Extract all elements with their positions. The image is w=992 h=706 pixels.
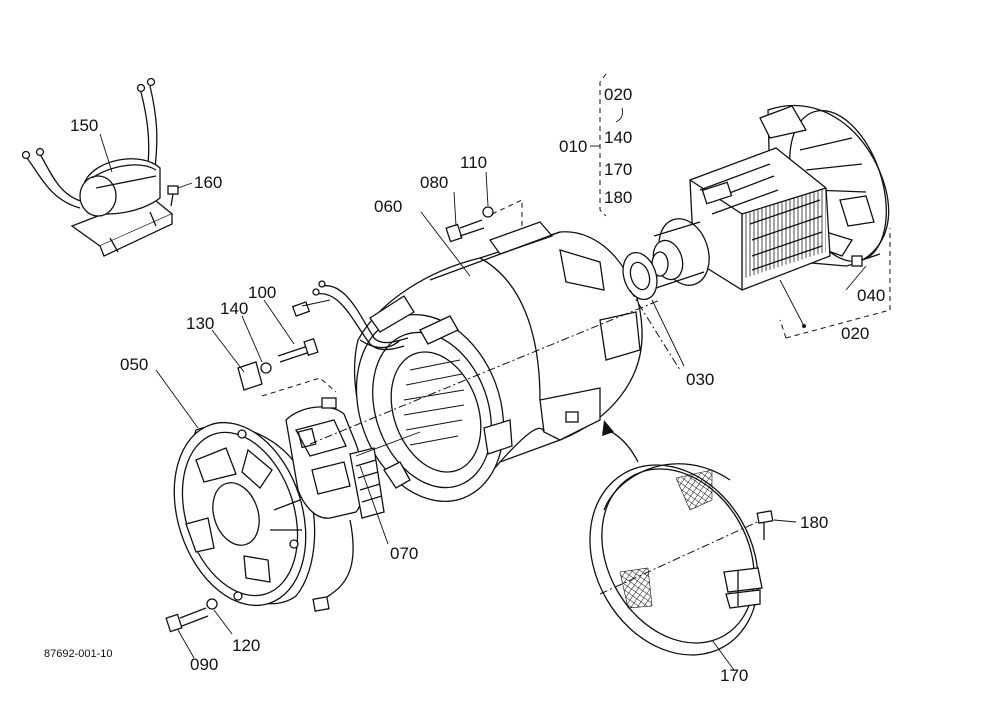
leader-lines	[99, 73, 867, 671]
label-010: 010	[559, 137, 587, 156]
fastener-100-140-130	[237, 337, 337, 397]
label-150: 150	[70, 116, 98, 135]
label-100: 100	[248, 283, 276, 302]
label-140-top: 140	[604, 128, 632, 147]
label-040: 040	[857, 286, 885, 305]
fastener-080-110	[445, 199, 523, 243]
label-130: 130	[186, 314, 214, 333]
label-020-bottom: 020	[841, 324, 869, 343]
label-170-top: 170	[604, 160, 632, 179]
label-180-right: 180	[800, 513, 828, 532]
label-160: 160	[194, 173, 222, 192]
label-180-top: 180	[604, 188, 632, 207]
label-020-top: 020	[604, 85, 632, 104]
part-170-band	[589, 463, 767, 656]
drawing-code: 87692-001-10	[44, 648, 113, 660]
fastener-090-120	[165, 598, 218, 633]
label-070: 070	[390, 544, 418, 563]
part-180-screw	[756, 510, 774, 540]
label-030: 030	[686, 370, 714, 389]
label-080: 080	[420, 173, 448, 192]
label-060: 060	[374, 197, 402, 216]
label-050: 050	[120, 355, 148, 374]
part-060-stator-housing	[291, 221, 643, 502]
part-labels: 150 160 010 020 140 170 180 110 080 060 …	[44, 85, 885, 685]
label-110: 110	[460, 153, 487, 172]
part-050-end-bracket	[173, 421, 316, 607]
axis-lines	[309, 289, 681, 457]
label-090: 090	[190, 655, 218, 674]
label-170-bottom: 170	[720, 666, 748, 685]
label-140-left: 140	[220, 299, 248, 318]
part-010-rotor-assembly	[622, 104, 891, 339]
part-070-field-plate	[285, 397, 385, 612]
label-120: 120	[232, 636, 260, 655]
assembly-arrow-icon	[602, 420, 639, 463]
part-150-coil-assembly	[21, 77, 193, 257]
